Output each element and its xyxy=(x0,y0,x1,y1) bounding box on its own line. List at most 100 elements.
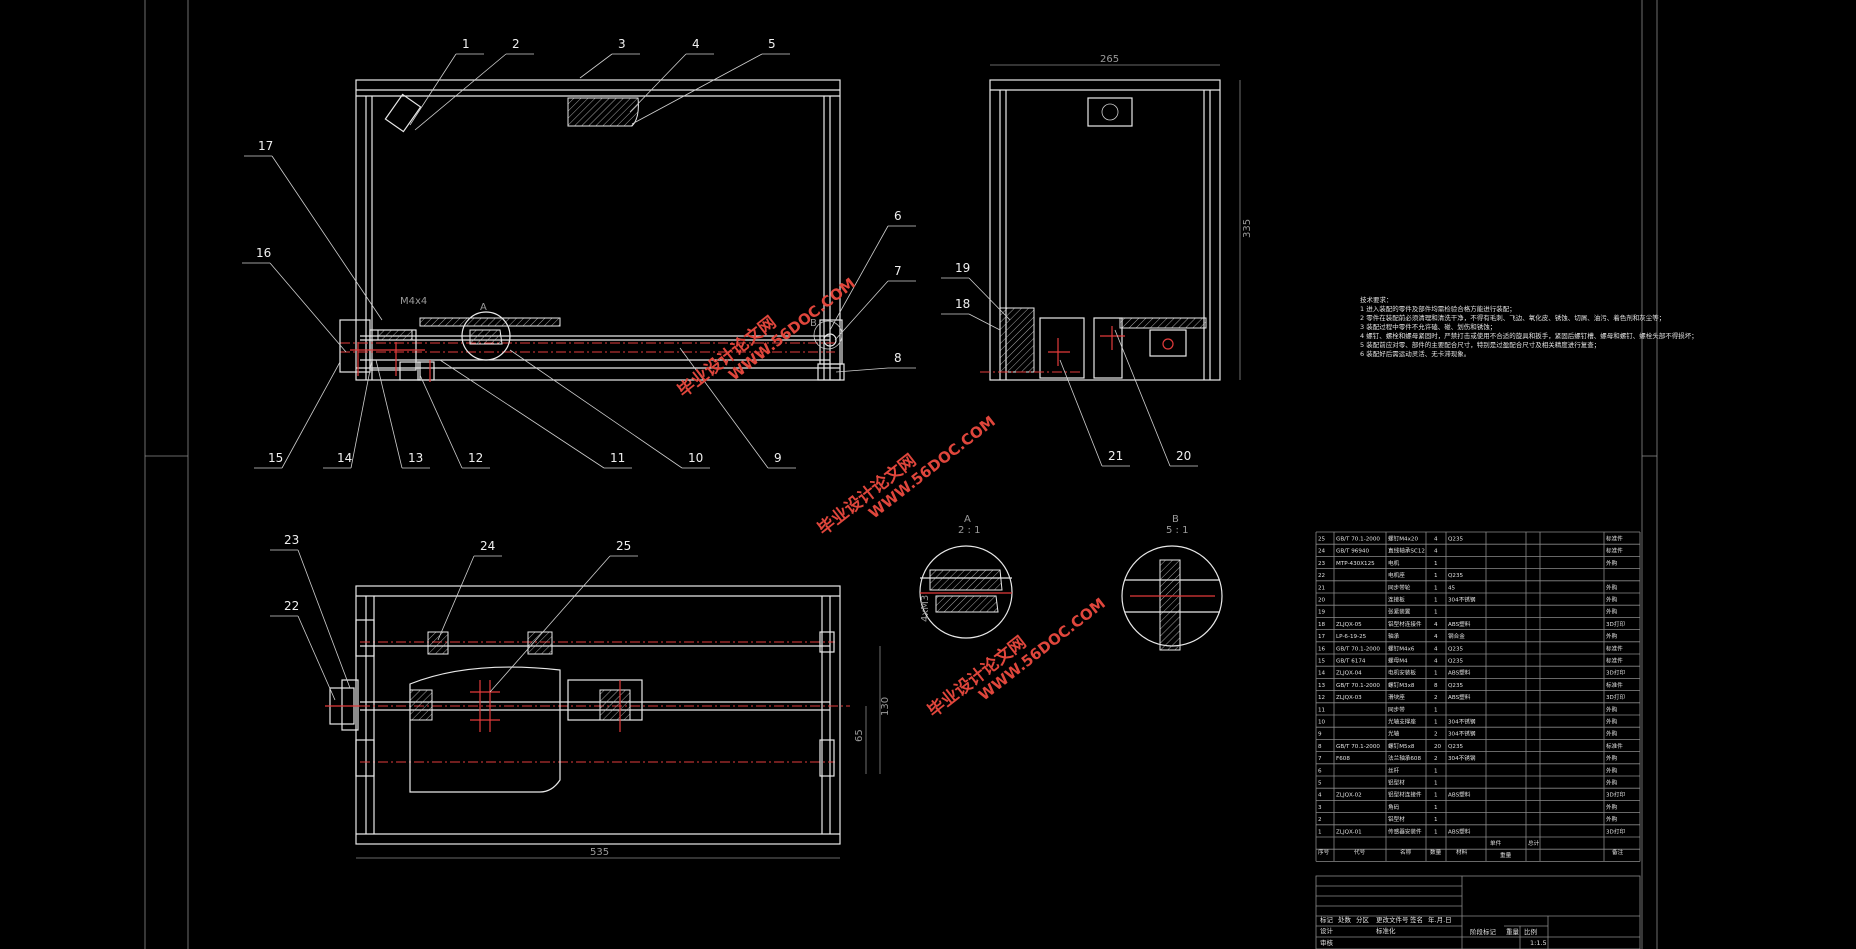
bom-no: 25 xyxy=(1318,537,1326,543)
bom-no: 9 xyxy=(1318,732,1322,738)
bom-no: 14 xyxy=(1318,671,1326,677)
callout-9: 9 xyxy=(774,451,782,465)
technical-notes: 技术要求： 1 进入装配的零件及部件均需检验合格方能进行装配； 2 零件在装配前… xyxy=(1360,295,1698,358)
bom-material: 304不锈钢 xyxy=(1448,596,1476,604)
bom-code: ZLJQX-03 xyxy=(1336,695,1362,701)
callout-13-leader xyxy=(375,359,403,469)
bom-no: 22 xyxy=(1318,573,1325,579)
callout-13: 13 xyxy=(408,451,423,465)
top-view: 535 130 65 xyxy=(325,585,891,859)
bom-code: ZLJQX-01 xyxy=(1336,829,1362,835)
front-thread-dim: M4x4 xyxy=(400,296,427,307)
callout-25-leader xyxy=(489,555,611,693)
tb-weight: 重量 xyxy=(1506,928,1520,936)
bom-material: 304不锈钢 xyxy=(1448,730,1476,738)
bom-material: ABS塑料 xyxy=(1448,620,1471,628)
bom-no: 1 xyxy=(1318,829,1322,835)
bom-code: GB/T 96940 xyxy=(1336,549,1369,555)
callout-16-leader xyxy=(269,262,347,353)
bom-note: 标准件 xyxy=(1606,644,1623,652)
notes-line-2: 2 零件在装配前必须清理和清洗干净，不得有毛刺、飞边、氧化皮、锈蚀、切屑、油污、… xyxy=(1360,313,1665,322)
bom-qty: 1 xyxy=(1434,805,1438,811)
callout-2-leader xyxy=(414,53,507,131)
bom-name: 连接板 xyxy=(1388,596,1405,604)
bom-name: 电机安装板 xyxy=(1388,669,1416,677)
bom-no: 24 xyxy=(1318,549,1326,555)
bom-note: 3D打印 xyxy=(1606,827,1625,835)
bom-qty: 4 xyxy=(1434,549,1438,555)
bom-header-material: 材料 xyxy=(1456,848,1468,856)
notes-title: 技术要求： xyxy=(1360,295,1393,304)
callout-8: 8 xyxy=(894,351,902,365)
side-height-dim: 335 xyxy=(1242,219,1253,238)
bom-note: 外购 xyxy=(1606,766,1618,774)
bom-name: 铝型材连接件 xyxy=(1388,791,1422,799)
bom-name: 光轴支撑座 xyxy=(1388,718,1416,726)
bom-header-weight: 重量 xyxy=(1500,851,1512,859)
bom-header-name: 名称 xyxy=(1400,848,1412,856)
bom-code: GB/T 70.1-2000 xyxy=(1336,744,1380,750)
bom-name: 螺钉M3x8 xyxy=(1388,681,1415,689)
bom-note: 外购 xyxy=(1606,583,1618,591)
bom-material: 钢合金 xyxy=(1448,632,1465,640)
callout-10: 10 xyxy=(688,451,703,465)
callout-1-leader xyxy=(409,53,457,126)
callout-11-leader xyxy=(439,359,605,469)
callout-5: 5 xyxy=(768,37,776,51)
tb-mark: 标记 xyxy=(1320,915,1334,924)
bom-qty: 8 xyxy=(1434,683,1438,689)
callout-21-leader xyxy=(1059,359,1103,467)
bom-no: 15 xyxy=(1318,659,1326,665)
bom-no: 8 xyxy=(1318,744,1322,750)
bom-note: 标准件 xyxy=(1606,681,1623,689)
bom-no: 5 xyxy=(1318,781,1322,787)
bom-no: 16 xyxy=(1318,646,1326,652)
callout-20: 20 xyxy=(1176,449,1191,463)
bom-qty: 1 xyxy=(1434,781,1438,787)
bom-qty: 2 xyxy=(1434,695,1438,701)
bom-code: LP-6-19-25 xyxy=(1336,634,1367,640)
bom-code: GB/T 70.1-2000 xyxy=(1336,683,1380,689)
bom-code: ZLJQX-05 xyxy=(1336,622,1362,628)
bom-note: 外购 xyxy=(1606,718,1618,726)
tb-signature: 签名 xyxy=(1410,915,1423,924)
bom-no: 20 xyxy=(1318,598,1326,604)
bom-material: ABS塑料 xyxy=(1448,669,1471,677)
bom-material: Q235 xyxy=(1448,537,1464,543)
callout-11: 11 xyxy=(610,451,625,465)
bom-code: GB/T 70.1-2000 xyxy=(1336,646,1380,652)
callout-23: 23 xyxy=(284,533,299,547)
bom-name: 电机座 xyxy=(1388,571,1405,579)
bom-code: GB/T 6174 xyxy=(1336,659,1366,665)
bom-no: 12 xyxy=(1318,695,1325,701)
bom-qty: 1 xyxy=(1434,793,1438,799)
bom-no: 17 xyxy=(1318,634,1326,640)
callout-14: 14 xyxy=(337,451,352,465)
bom-header-note: 备注 xyxy=(1612,848,1624,856)
tb-standard: 标准化 xyxy=(1376,926,1396,935)
callout-7: 7 xyxy=(894,264,902,278)
bom-note: 外购 xyxy=(1606,705,1618,713)
bom-qty: 1 xyxy=(1434,573,1438,579)
bom-no: 13 xyxy=(1318,683,1326,689)
bom-material: Q235 xyxy=(1448,683,1464,689)
bom-note: 外购 xyxy=(1606,608,1618,616)
bom-name: 传感器安装件 xyxy=(1388,827,1422,835)
detail-a-title: A xyxy=(964,514,971,525)
bom-name: 螺钉M5x8 xyxy=(1388,742,1415,750)
top-width-dim: 535 xyxy=(590,847,609,858)
bom-qty: 1 xyxy=(1434,707,1438,713)
callout-15-leader xyxy=(281,361,341,469)
callout-19: 19 xyxy=(955,261,970,275)
bom-material: Q235 xyxy=(1448,573,1464,579)
bom-no: 2 xyxy=(1318,817,1322,823)
bom-no: 3 xyxy=(1318,805,1322,811)
callout-1: 1 xyxy=(462,37,470,51)
bom-note: 3D打印 xyxy=(1606,669,1625,677)
callout-21: 21 xyxy=(1108,449,1123,463)
side-view: 265 335 xyxy=(980,54,1253,381)
side-width-dim: 265 xyxy=(1100,54,1119,65)
bom-no: 18 xyxy=(1318,622,1326,628)
bom-material: Q235 xyxy=(1448,744,1464,750)
bom-header-no: 序号 xyxy=(1318,848,1330,856)
